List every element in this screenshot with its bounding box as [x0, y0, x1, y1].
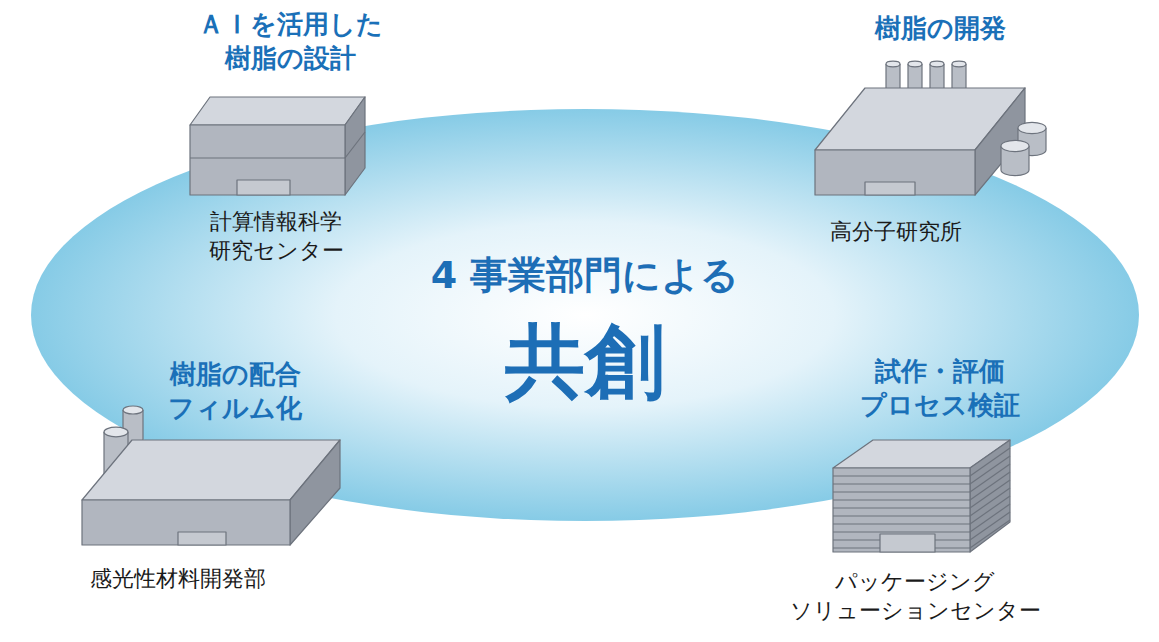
floor-line — [833, 483, 970, 484]
role-heading: ＡＩを活用した 樹脂の設計 — [198, 8, 383, 76]
floor-line — [970, 456, 1010, 484]
department-node: 樹脂の開発高分子研究所 — [790, 5, 1050, 270]
floor-line — [833, 499, 970, 500]
cylinder-top — [1001, 140, 1029, 151]
floor-line — [970, 520, 1010, 548]
packaging-center-building — [833, 440, 1010, 552]
floor-line — [833, 491, 970, 492]
cylinder-top — [1018, 122, 1046, 133]
cylinder-edge — [1000, 146, 1001, 170]
center-ellipse: 4 事業部門による共創 — [30, 108, 1140, 522]
department-name: 高分子研究所 — [830, 218, 962, 247]
cylinder-top — [930, 61, 944, 67]
floor-line — [970, 448, 1010, 476]
cylinder-top — [952, 61, 966, 67]
cylinder-top — [104, 427, 128, 437]
cylinder-edge — [1045, 128, 1046, 150]
cylinder-edge — [1028, 146, 1029, 170]
floor-line — [833, 507, 970, 508]
ellipse-shape — [30, 108, 1140, 522]
floor-line — [970, 496, 1010, 524]
floor-line — [833, 531, 970, 532]
floor-line — [970, 472, 1010, 500]
research-center-building — [190, 97, 365, 195]
floor-line — [970, 464, 1010, 492]
center-subtitle: 4 事業部門による — [431, 250, 740, 301]
floor-line — [833, 523, 970, 524]
cylinder-base — [1001, 170, 1029, 176]
role-heading: 樹脂の配合 フィルム化 — [168, 358, 302, 426]
floor-line — [970, 488, 1010, 516]
floor-line — [833, 515, 970, 516]
floor-line — [970, 480, 1010, 508]
department-name: パッケージング ソリューションセンター — [790, 568, 1041, 625]
role-heading: 樹脂の開発 — [875, 12, 1006, 46]
ellipse-fill — [31, 109, 1139, 521]
department-node: 試作・評価 プロセス検証パッケージング ソリューションセンター — [786, 345, 1071, 637]
floor-line — [970, 512, 1010, 540]
center-title: 共創 — [505, 318, 665, 406]
department-node: 樹脂の配合 フィルム化感光性材料開発部 — [55, 350, 365, 612]
department-name: 感光性材料開発部 — [90, 565, 266, 594]
cylinder-top — [886, 61, 900, 67]
cylinder-top — [123, 406, 143, 414]
floor-line — [833, 475, 970, 476]
floor-line — [970, 504, 1010, 532]
cylinder-top — [908, 61, 922, 67]
role-heading: 試作・評価 プロセス検証 — [860, 355, 1020, 423]
department-name: 計算情報科学 研究センター — [209, 208, 344, 265]
polymer-lab-building — [815, 61, 1046, 195]
department-node: ＡＩを活用した 樹脂の設計計算情報科学 研究センター — [150, 0, 430, 275]
